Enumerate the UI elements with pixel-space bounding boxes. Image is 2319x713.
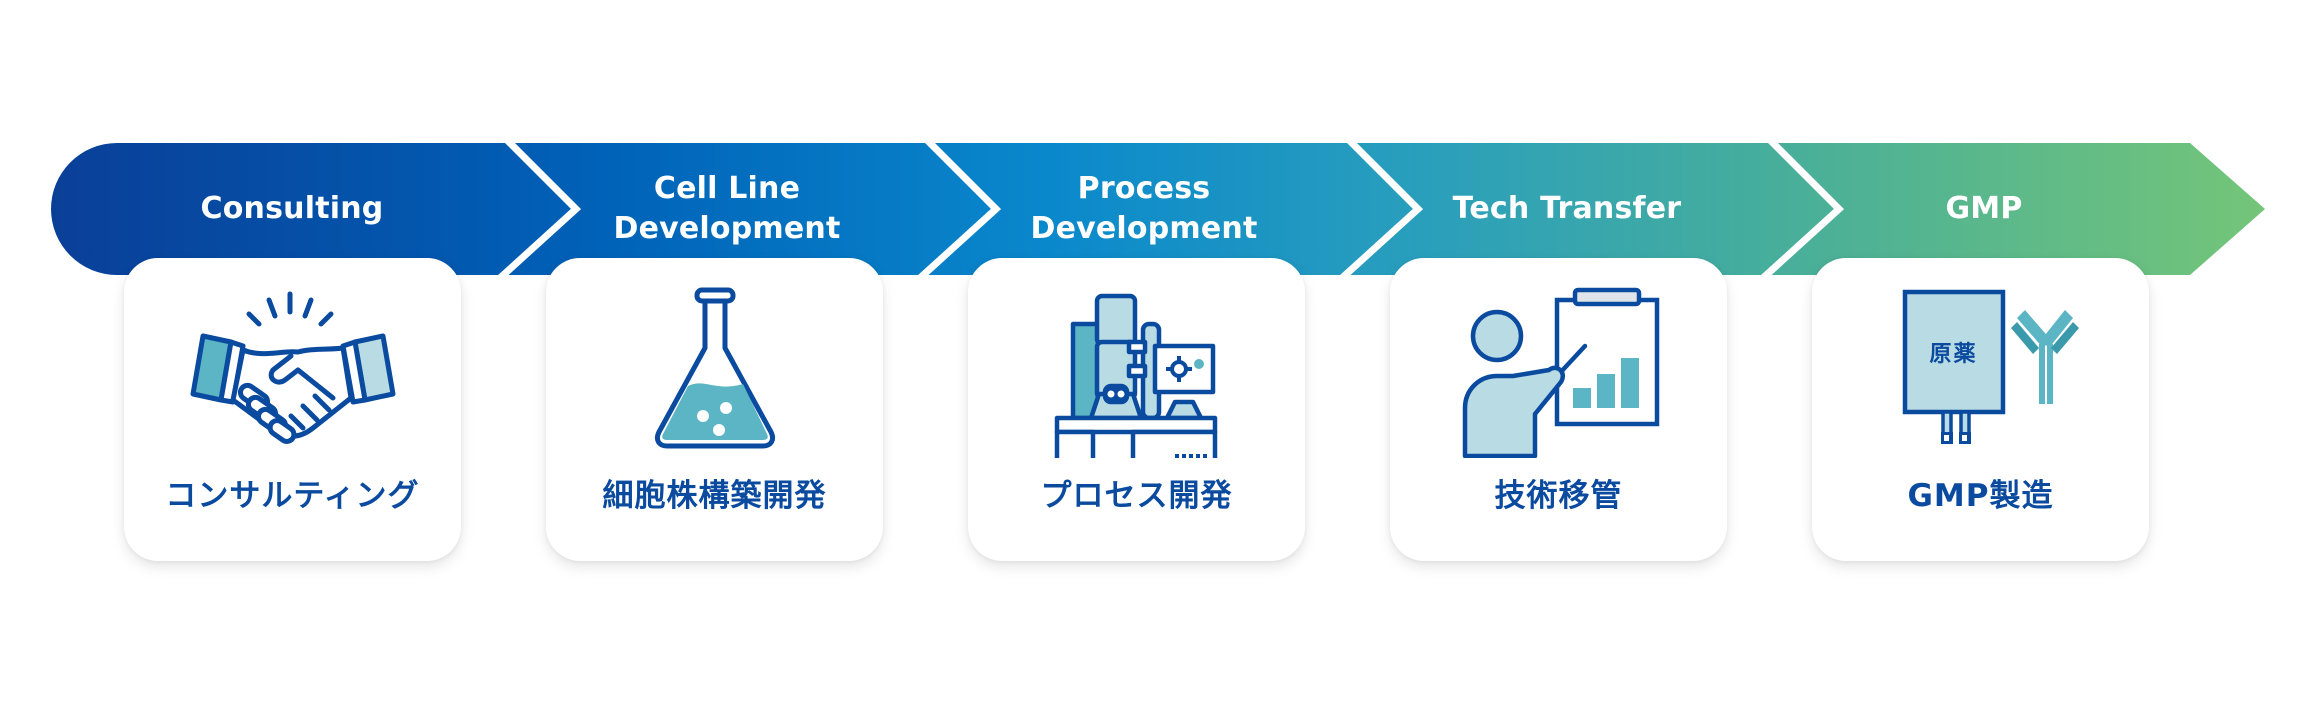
stage-card-label: GMP製造	[1907, 478, 2054, 514]
stage-title-cell-line-development: Cell Line Development	[577, 143, 877, 275]
chevron-divider-3	[1339, 137, 1424, 281]
handshake-icon	[173, 278, 413, 458]
chevron-dividers	[497, 137, 1845, 281]
chevron-divider-2	[917, 137, 1002, 281]
stage-title-tech-transfer: Tech Transfer	[1417, 143, 1717, 275]
stage-card-label: プロセス開発	[1040, 478, 1233, 514]
stage-title-line: Development	[1030, 211, 1258, 246]
chevron-divider-1	[497, 137, 582, 281]
stage-card-cell-line-development: 細胞株構築開発	[546, 258, 883, 561]
stage-title-consulting: Consulting	[142, 143, 442, 275]
stage-title-line: Process	[1077, 171, 1211, 206]
stage-card-label: コンサルティング	[165, 478, 420, 514]
arrow-band	[51, 143, 2265, 275]
stage-card-gmp: 原薬 GMP製造	[1812, 258, 2149, 561]
stage-card-consulting: コンサルティング	[124, 258, 461, 561]
stage-title-line: Tech Transfer	[1452, 191, 1682, 226]
stage-card-tech-transfer: 技術移管	[1390, 258, 1727, 561]
presentation-icon	[1439, 278, 1679, 458]
stage-title-line: GMP	[1945, 191, 2023, 226]
drug-substance-label: 原薬	[1929, 342, 1978, 367]
lab-equipment-icon	[1017, 278, 1257, 458]
stage-title-process-development: Process Development	[994, 143, 1294, 275]
stage-title-line: Cell Line	[653, 171, 801, 206]
flask-icon	[595, 278, 835, 458]
stage-card-label: 技術移管	[1494, 478, 1623, 514]
chevron-divider-4	[1760, 137, 1845, 281]
stage-card-label: 細胞株構築開発	[602, 478, 827, 514]
stage-card-process-development: プロセス開発	[968, 258, 1305, 561]
drug-substance-antibody-icon: 原薬	[1861, 278, 2101, 458]
stage-title-gmp: GMP	[1834, 143, 2134, 275]
stage-title-line: Development	[613, 211, 841, 246]
stage-title-line: Consulting	[200, 191, 384, 226]
